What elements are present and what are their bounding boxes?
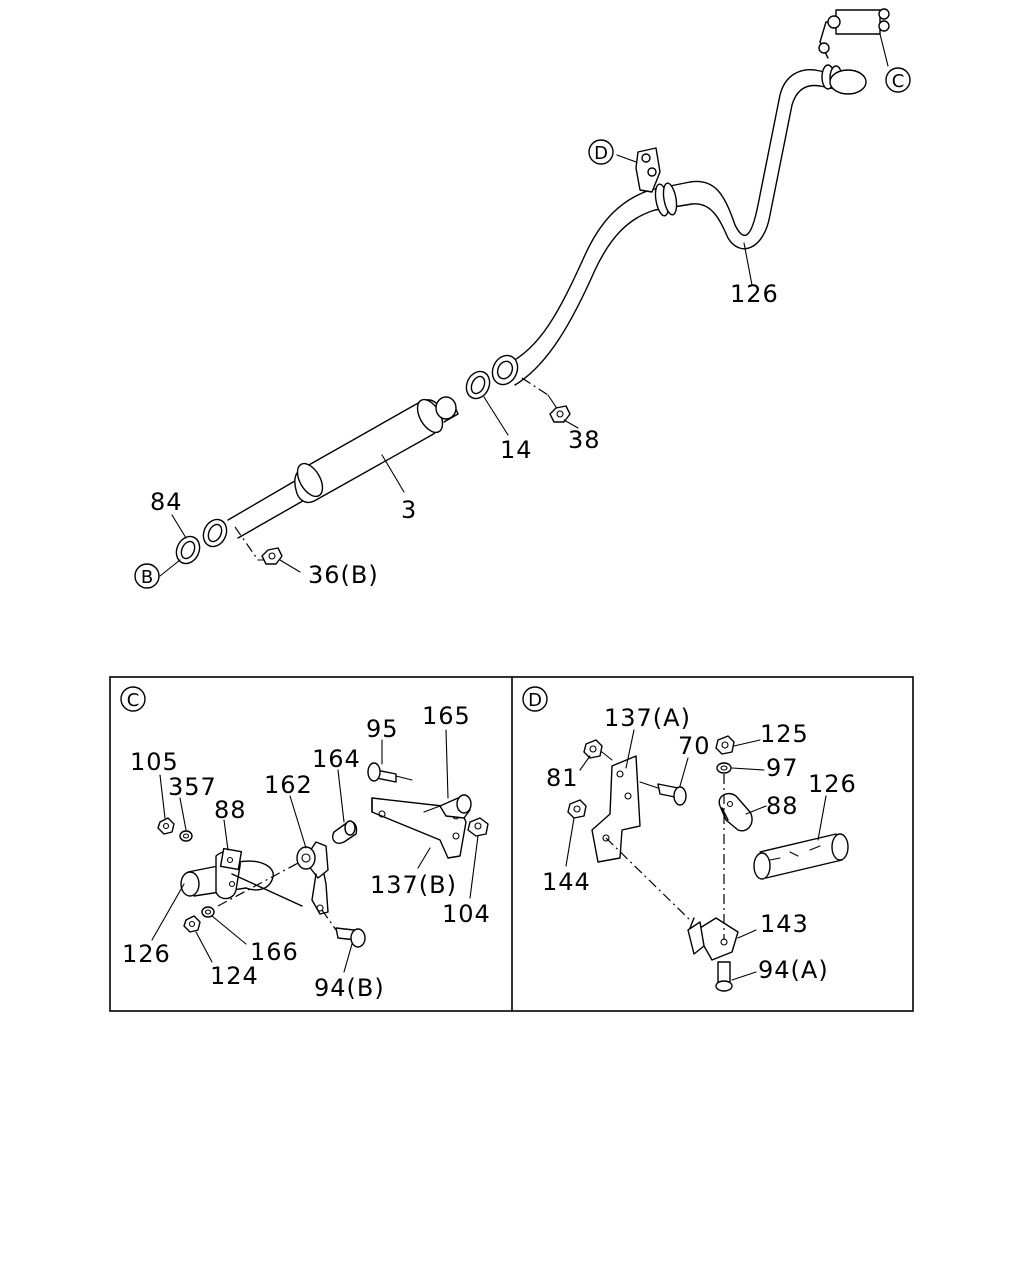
callout-b (134, 563, 160, 589)
label-c-162: 162 (264, 771, 313, 799)
label-d-94a: 94(A) (758, 956, 829, 984)
washer-357 (179, 830, 193, 842)
label-d-137a: 137(A) (604, 704, 691, 732)
label-c-357: 357 (168, 773, 217, 801)
label-c-124: 124 (210, 962, 259, 990)
label-c-88: 88 (214, 796, 247, 824)
nut-38 (521, 377, 571, 423)
label-36b: 36(B) (308, 561, 379, 589)
callout-b-label: B (141, 567, 153, 588)
label-d-81: 81 (546, 764, 579, 792)
detail-panel-c: C (120, 686, 491, 1002)
label-d-70: 70 (678, 732, 711, 760)
tail-pipe-126 (491, 8, 890, 386)
label-c-137b: 137(B) (370, 871, 457, 899)
label-c-166: 166 (250, 938, 299, 966)
label-38: 38 (568, 426, 601, 454)
label-d-144: 144 (542, 868, 591, 896)
label-d-143: 143 (760, 910, 809, 938)
label-c-95: 95 (366, 715, 399, 743)
label-126: 126 (730, 280, 779, 308)
nut-36b (234, 526, 283, 565)
panel-c-callout-label: C (127, 690, 140, 711)
label-d-97: 97 (766, 754, 799, 782)
label-c-165: 165 (422, 702, 471, 730)
label-c-126: 126 (122, 940, 171, 968)
washer-166 (201, 906, 215, 918)
detail-panel-d: D (522, 686, 857, 992)
label-14: 14 (500, 436, 533, 464)
label-d-126: 126 (808, 770, 857, 798)
label-3: 3 (401, 496, 417, 524)
callout-c-top (885, 67, 911, 93)
gasket-14 (465, 370, 491, 400)
label-d-88: 88 (766, 792, 799, 820)
callout-d-top (588, 139, 614, 165)
main-assembly: C D B 126 14 38 3 84 36(B) (134, 8, 911, 589)
nut-105 (157, 817, 175, 835)
label-c-105: 105 (130, 748, 179, 776)
callout-c-top-label: C (892, 71, 905, 92)
panel-d-callout (522, 686, 548, 712)
muffler-3 (202, 396, 459, 548)
panel-d-callout-label: D (528, 690, 542, 711)
panel-c-callout (120, 686, 146, 712)
gasket-84 (175, 535, 201, 565)
label-c-94b: 94(B) (314, 974, 385, 1002)
nut-124 (183, 915, 201, 933)
label-c-164: 164 (312, 745, 361, 773)
label-c-104: 104 (442, 900, 491, 928)
label-84: 84 (150, 488, 183, 516)
callout-d-top-label: D (594, 143, 608, 164)
label-d-125: 125 (760, 720, 809, 748)
